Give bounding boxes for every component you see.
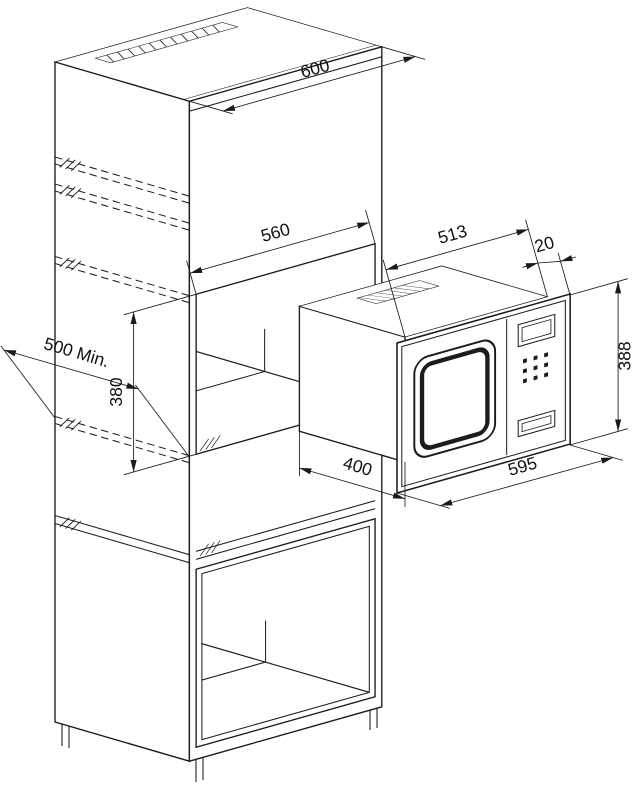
dim-label-frame-height: 388 <box>615 341 635 370</box>
base-compartment <box>195 517 376 749</box>
door-window <box>413 339 497 458</box>
control-buttons[interactable] <box>523 352 549 384</box>
control-panel <box>517 313 556 438</box>
display <box>517 313 556 348</box>
dim-label-cutout-width: 513 <box>436 221 470 248</box>
cabinet-feet <box>61 708 378 782</box>
cabinet-left-face <box>54 61 191 763</box>
dim-frame-height: 388 <box>569 278 635 446</box>
dim-frame-gap: 20 <box>522 232 577 296</box>
microwave-front-panel <box>396 293 571 495</box>
microwave-vent-slot <box>356 280 440 305</box>
shelf-front-edge <box>196 500 376 560</box>
dim-label-frame-gap: 20 <box>532 232 556 257</box>
shelf-hatch-ticks <box>59 157 82 531</box>
cabinet-vent-slot <box>94 22 239 64</box>
door-release-button[interactable] <box>517 409 556 438</box>
microwave-top-face <box>298 265 549 338</box>
dim-label-niche-height: 380 <box>106 377 126 406</box>
microwave <box>298 265 571 495</box>
